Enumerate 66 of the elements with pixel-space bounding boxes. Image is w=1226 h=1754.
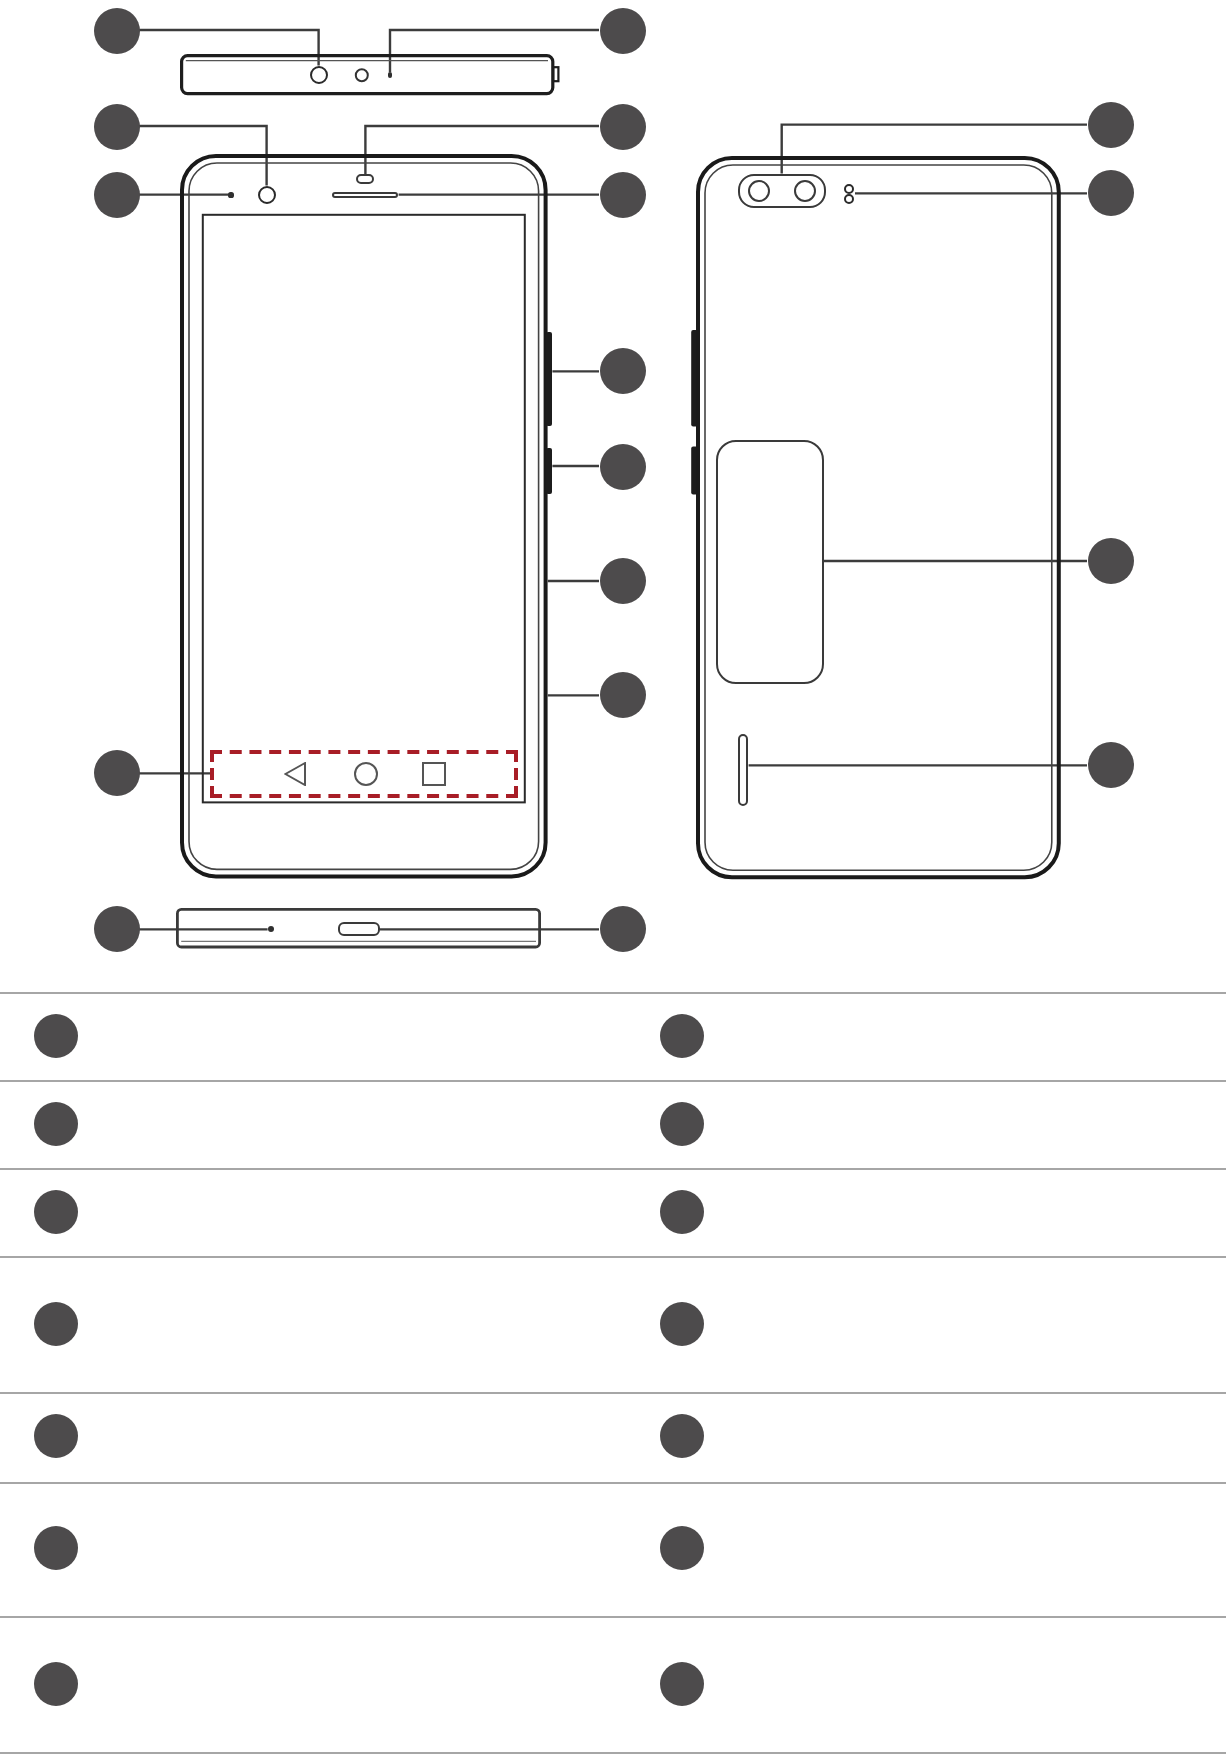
callout-marker-icon: [34, 1014, 78, 1058]
navigation-key-area: [210, 749, 519, 798]
callout-marker-icon: [659, 1662, 704, 1706]
leader-line: [139, 193, 229, 196]
callout-marker-icon: [34, 1302, 78, 1346]
leader-line: [139, 772, 211, 775]
leader-line: [139, 28, 320, 66]
leader-line: [552, 370, 599, 373]
leader-line: [547, 694, 599, 697]
callout-marker-icon: [659, 1414, 704, 1458]
rear-slot: [737, 734, 749, 806]
leader-line: [380, 928, 599, 931]
leader-line: [748, 764, 1087, 767]
microphone-hole: [267, 926, 274, 933]
usb-port: [337, 921, 380, 937]
callout-marker-icon: [93, 7, 139, 53]
callout-marker-icon: [34, 1190, 78, 1234]
callout-marker-icon: [659, 1014, 704, 1058]
callout-marker-icon: [599, 443, 645, 489]
phone-front-view: [180, 154, 548, 879]
rear-camera-module: [737, 173, 826, 209]
volume-button: [545, 332, 553, 426]
callout-marker-icon: [599, 906, 645, 953]
sensor-dot: [228, 191, 234, 198]
callout-marker-icon: [659, 1190, 704, 1234]
leader-line: [552, 464, 599, 468]
fingerprint-sensor: [716, 439, 824, 684]
callout-marker-icon: [1087, 538, 1133, 584]
callout-marker-icon: [34, 1526, 78, 1570]
phone-top-view: [180, 53, 561, 95]
power-button: [545, 448, 553, 495]
sensor-opening: [355, 174, 375, 184]
callout-marker-icon: [34, 1102, 78, 1146]
leader-line: [547, 579, 599, 583]
callout-marker-icon: [659, 1526, 704, 1570]
callout-marker-icon: [34, 1662, 78, 1706]
phone-back-view: [696, 155, 1062, 879]
headphone-jack: [309, 65, 328, 84]
callout-marker-icon: [1087, 170, 1133, 217]
phone-bottom-view: [175, 908, 541, 949]
callout-marker-icon: [659, 1102, 704, 1146]
callout-marker-icon: [93, 906, 139, 953]
earpiece-grille: [331, 191, 399, 198]
callout-marker-icon: [1087, 742, 1133, 789]
callout-marker-icon: [93, 171, 139, 218]
leader-line: [139, 928, 268, 931]
callout-marker-icon: [599, 103, 645, 149]
front-camera: [257, 185, 276, 204]
leader-line: [139, 124, 268, 186]
callout-marker-icon: [93, 103, 139, 149]
microphone-hole: [387, 71, 393, 78]
leader-line: [364, 124, 599, 175]
flash-light: [844, 183, 855, 204]
callout-marker-icon: [1087, 101, 1133, 148]
leader-line: [398, 193, 599, 196]
callout-marker-icon: [599, 7, 645, 53]
leader-line: [388, 28, 599, 72]
callout-marker-icon: [34, 1414, 78, 1458]
callout-marker-icon: [599, 348, 645, 395]
leader-line: [823, 559, 1087, 563]
callout-marker-icon: [93, 750, 139, 797]
callout-marker-icon: [599, 171, 645, 218]
leader-line: [780, 123, 1087, 174]
callout-marker-icon: [599, 558, 645, 604]
callout-marker-icon: [599, 672, 645, 719]
callout-marker-icon: [659, 1302, 704, 1346]
